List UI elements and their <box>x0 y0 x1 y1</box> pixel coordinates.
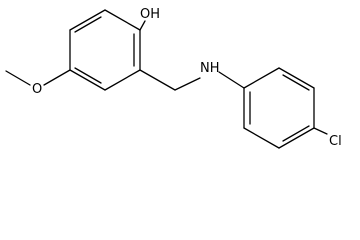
ring-a-bond <box>69 69 106 91</box>
ring-a-double-bond <box>74 16 102 33</box>
ring-a-bond <box>104 9 141 31</box>
amine-label: NH <box>200 61 220 76</box>
amine-bond-right <box>218 71 245 89</box>
methylene-bond <box>139 69 176 91</box>
amine-bond-left <box>174 77 201 91</box>
ring-a-bond <box>104 69 141 91</box>
structure-drawing: OH O NH Cl <box>5 7 342 149</box>
methoxy-oxygen-label: O <box>32 82 42 97</box>
molecule-diagram: OH O NH Cl <box>5 7 342 149</box>
chlorophenyl-ring <box>243 67 315 149</box>
methoxy-methyl-bond <box>5 70 31 86</box>
hydroxyl-label: OH <box>140 7 160 22</box>
ring-b-double-bond <box>282 74 310 91</box>
methoxy-ring-bond <box>43 69 71 86</box>
ring-b-bond <box>243 67 280 89</box>
phenol-ring <box>69 9 141 91</box>
ring-b-bond <box>243 127 280 149</box>
ring-b-bond <box>278 127 315 149</box>
ring-b-double-bond <box>282 125 310 142</box>
chlorine-bond <box>313 127 328 135</box>
ring-a-double-bond <box>74 67 102 84</box>
hydroxyl-bond <box>139 20 146 31</box>
ring-a-bond <box>69 9 106 31</box>
ring-b-bond <box>278 67 315 89</box>
chlorine-label: Cl <box>329 134 342 149</box>
